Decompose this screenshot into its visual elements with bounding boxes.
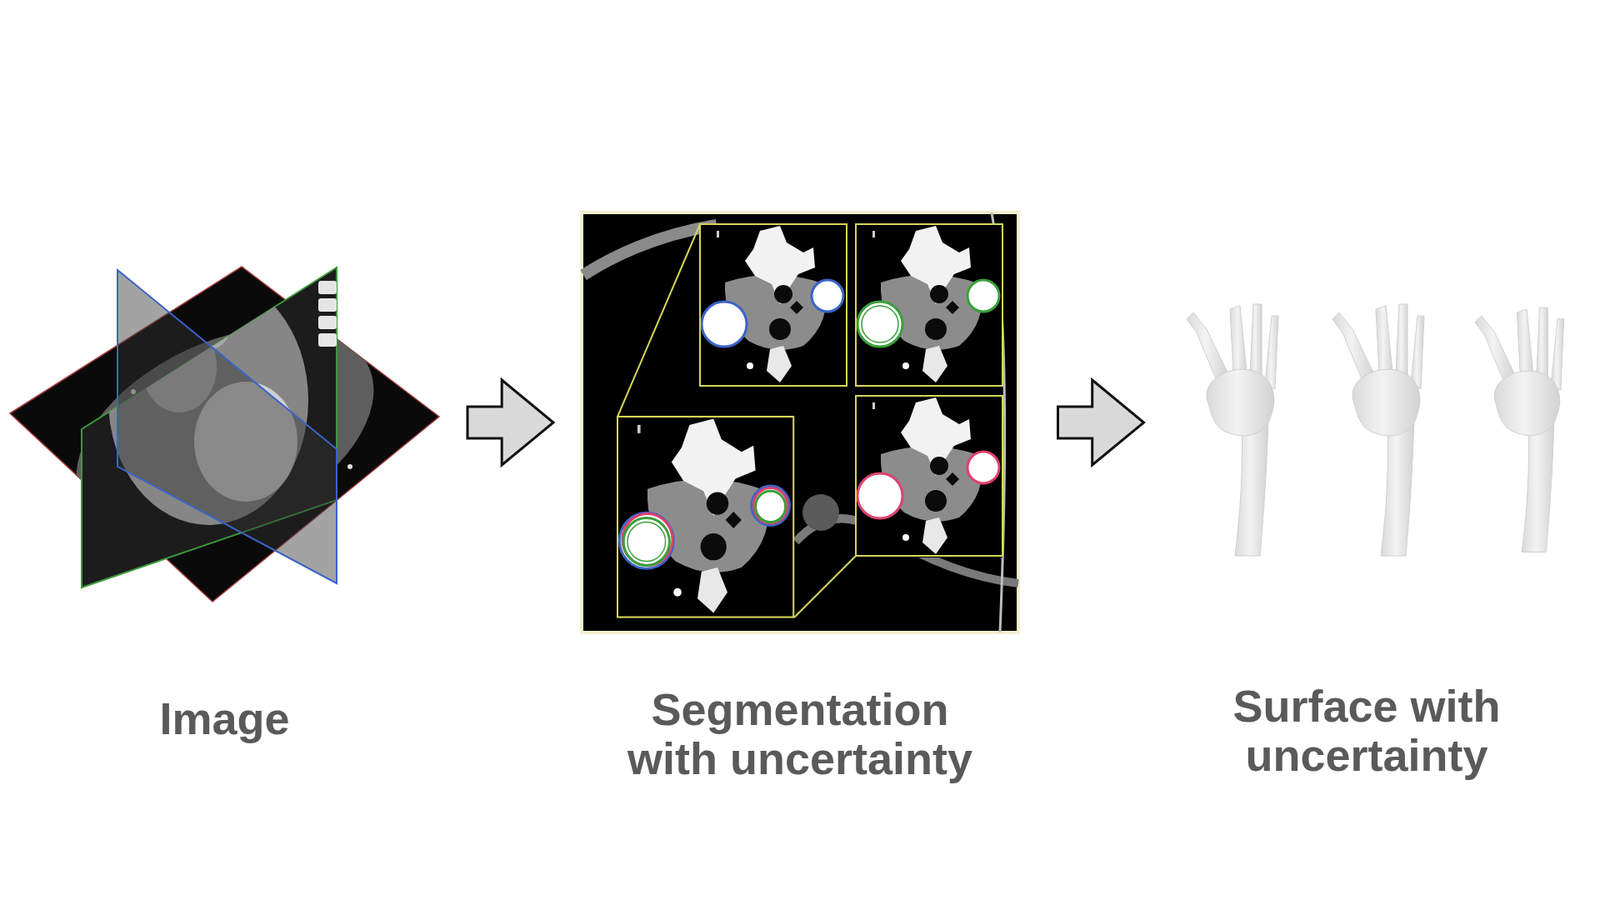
ct-segmentation xyxy=(967,451,1000,484)
ct-volume xyxy=(318,315,337,330)
aorta-surfaces xyxy=(1186,304,1279,556)
ct-segmentation xyxy=(617,224,700,417)
stage-panel: Image xyxy=(10,260,440,752)
flow-arrow xyxy=(1058,380,1145,465)
label-group: Surface with uncertainty xyxy=(1183,681,1550,781)
ct-segmentation xyxy=(967,280,1000,312)
ct-segmentation xyxy=(794,555,856,618)
ct-segmentation xyxy=(700,224,847,386)
stage-panel: Segmentation with uncertainty xyxy=(581,212,1019,793)
ct-segmentation xyxy=(855,395,1003,558)
stage-label: Segmentation with uncertainty xyxy=(620,685,980,785)
stage-label: Surface with uncertainty xyxy=(1187,681,1546,781)
ct-segmentation xyxy=(617,416,794,618)
ct-segmentation xyxy=(619,512,674,569)
stage-panel: Surface with uncertainty xyxy=(1183,290,1550,790)
aorta-surfaces xyxy=(1475,307,1565,552)
ct-segmentation xyxy=(701,301,747,347)
ct-volume xyxy=(347,464,353,470)
ct-segmentation xyxy=(622,514,673,566)
stage-label: Image xyxy=(159,694,290,744)
ct-segmentation xyxy=(855,395,1003,556)
ct-segmentation xyxy=(855,395,1003,558)
ct-segmentation xyxy=(855,224,1003,386)
ct-segmentation xyxy=(581,212,1019,633)
ct-volume xyxy=(117,270,337,584)
ct-segmentation xyxy=(700,224,847,386)
ct-volume xyxy=(10,266,440,602)
ct-segmentation xyxy=(811,280,844,312)
ct-segmentation xyxy=(861,305,899,343)
flow-arrow xyxy=(467,380,554,465)
ct-volume xyxy=(10,266,440,602)
ct-segmentation xyxy=(857,301,903,347)
label-group: Image xyxy=(10,694,440,744)
ct-volume xyxy=(318,333,337,347)
ct-segmentation xyxy=(581,212,1019,633)
ct-segmentation xyxy=(855,224,1003,386)
ct-segmentation xyxy=(627,521,666,561)
label-group: Segmentation with uncertainty xyxy=(581,685,1019,785)
ct-segmentation xyxy=(755,490,786,522)
ct-segmentation xyxy=(802,494,840,531)
ct-segmentation xyxy=(617,416,794,618)
ct-volume xyxy=(81,267,337,588)
ct-segmentation xyxy=(623,518,670,566)
aorta-surfaces xyxy=(1186,304,1565,556)
ct-segmentation xyxy=(857,473,903,519)
ct-segmentation xyxy=(855,224,1003,386)
ct-segmentation xyxy=(751,485,790,525)
aorta-surfaces xyxy=(1332,304,1425,556)
ct-volume xyxy=(318,280,337,295)
ct-segmentation xyxy=(700,224,847,386)
ct-segmentation xyxy=(753,488,788,524)
ct-segmentation xyxy=(617,416,794,618)
ct-volume xyxy=(318,298,337,312)
